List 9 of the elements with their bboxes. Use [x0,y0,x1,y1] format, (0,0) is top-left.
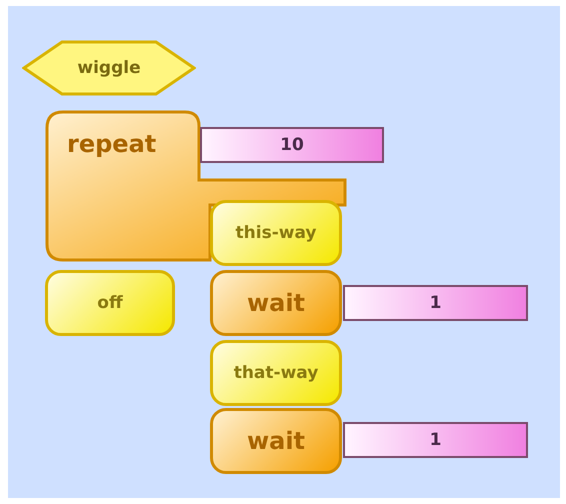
command-block: that-way [210,340,342,406]
command-block: off [45,270,175,336]
command-block: this-way [210,200,342,266]
number-slot: 1 [343,422,528,458]
wait-block: wait [210,270,342,336]
wait-block: wait [210,408,342,474]
number-slot: 1 [343,285,528,321]
number-slot: 10 [200,127,384,163]
procedure-diamond: wiggle [22,40,196,96]
